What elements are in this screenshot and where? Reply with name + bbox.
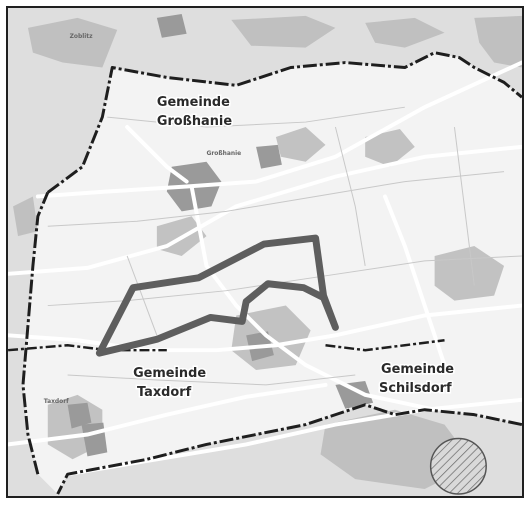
roads — [8, 60, 522, 477]
label-grosshanie-1: Gemeinde — [157, 95, 230, 110]
label-tauchritz-2: Taxdorf — [137, 385, 192, 400]
label-schoepsdorf-2: Schilsdorf — [379, 381, 452, 396]
place-name-center-top: Großhanie — [206, 150, 241, 157]
internal-boundary-1 — [8, 343, 167, 352]
place-name-left-bottom: Taxdorf — [44, 398, 69, 405]
hatched-zone — [429, 437, 487, 495]
label-schoepsdorf-1: Gemeinde — [381, 362, 454, 377]
map-frame: Gemeinde Großhanie Gemeinde Taxdorf Geme… — [6, 6, 524, 498]
label-grosshanie-2: Großhanie — [157, 114, 232, 129]
municipality-boundary — [21, 51, 522, 495]
project-area-outline — [95, 234, 339, 357]
place-name-top-left: Zoblitz — [70, 33, 94, 40]
internal-boundary-2 — [325, 339, 445, 352]
map-canvas[interactable]: Gemeinde Großhanie Gemeinde Taxdorf Geme… — [8, 8, 522, 496]
label-tauchritz-1: Gemeinde — [133, 366, 206, 381]
